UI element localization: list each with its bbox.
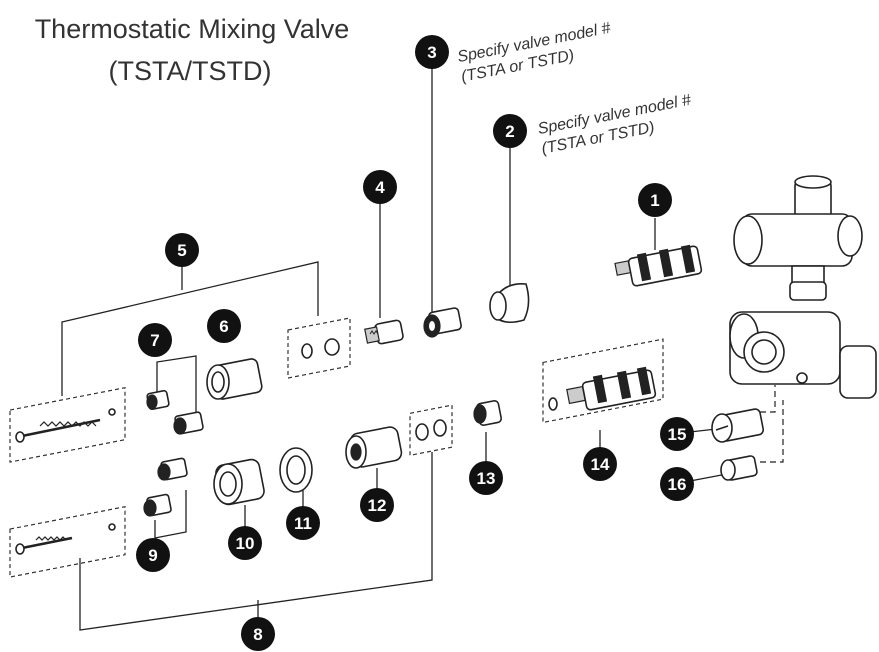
callout-6: 6: [207, 309, 241, 343]
part-14-cartridge: [548, 366, 657, 411]
callout-6-number: 6: [219, 317, 228, 336]
part-16-check: [720, 455, 758, 481]
valve-body-lower: [729, 311, 877, 399]
callout-11: 11: [286, 506, 320, 540]
callout-1-number: 1: [650, 191, 659, 210]
callout-9-number: 9: [148, 546, 157, 565]
callout-10: 10: [228, 526, 262, 560]
callout-7: 7: [138, 323, 172, 357]
part-7-fitting-upper: [146, 389, 170, 411]
part-13-stem: [473, 399, 503, 427]
kit-box-screws-5: [9, 386, 126, 463]
bracket-part-5: [61, 260, 319, 396]
part-5-orings: [301, 338, 340, 359]
leader-dash-16: [760, 400, 784, 463]
callout-3-number: 3: [427, 43, 436, 62]
kit-box-orings-5: [287, 317, 351, 379]
note-part-2: Specify valve model # (TSTA or TSTD): [536, 91, 693, 157]
part-11-ring: [279, 447, 313, 493]
callout-13: 13: [469, 461, 503, 495]
part-15-plug: [711, 408, 765, 443]
callout-10-number: 10: [236, 534, 255, 553]
callout-4: 4: [363, 170, 397, 204]
callout-16-number: 16: [668, 475, 687, 494]
callout-2: 2: [493, 114, 527, 148]
part-12-seat: [345, 426, 403, 469]
callout-14: 14: [583, 447, 617, 481]
part-6-nut: [206, 358, 263, 400]
callout-4-number: 4: [375, 178, 385, 197]
callout-16: 16: [660, 467, 694, 501]
part-3-stem: [423, 307, 462, 338]
callout-11-number: 11: [294, 514, 312, 533]
bracket-part-8: [79, 452, 433, 631]
part-5-screw: [15, 408, 116, 443]
part-4-stem: [364, 319, 404, 345]
kit-box-orings-8: [409, 404, 453, 457]
part-8-screw: [15, 523, 116, 555]
leader-part-7: [156, 355, 197, 412]
part-10-nut: [213, 458, 265, 506]
kit-box-cartridge-14: [542, 338, 664, 424]
part-2-sleeve: [489, 283, 530, 324]
callout-3: 3: [415, 35, 449, 69]
part-9-fitting-upper: [157, 457, 188, 481]
valve-body-upper: [733, 175, 863, 301]
part-9-fitting-lower: [143, 493, 172, 517]
note-part-3: Specify valve model # (TSTA or TSTD): [456, 19, 613, 85]
kit-box-screws-8: [9, 505, 126, 578]
part-7-fitting-lower: [173, 411, 204, 435]
diagram-title-line-2: (TSTA/TSTD): [109, 56, 272, 86]
callout-9: 9: [136, 538, 170, 572]
callout-12: 12: [360, 488, 394, 522]
callout-7-number: 7: [150, 331, 159, 350]
callout-5: 5: [165, 233, 199, 267]
callout-2-number: 2: [505, 122, 514, 141]
callout-15-number: 15: [668, 425, 687, 444]
part-8-orings: [415, 419, 447, 441]
callout-5-number: 5: [177, 241, 186, 260]
leader-dash-15: [760, 385, 776, 413]
diagram-title-line-1: Thermostatic Mixing Valve: [35, 14, 350, 44]
callout-14-number: 14: [591, 455, 610, 474]
part-1-cartridge: [614, 244, 703, 287]
callout-8: 8: [241, 617, 275, 651]
callout-12-number: 12: [368, 496, 387, 515]
callout-1: 1: [638, 183, 672, 217]
callout-15: 15: [660, 417, 694, 451]
leader-part-9: [154, 490, 187, 539]
callout-13-number: 13: [477, 469, 496, 488]
callout-8-number: 8: [253, 625, 262, 644]
